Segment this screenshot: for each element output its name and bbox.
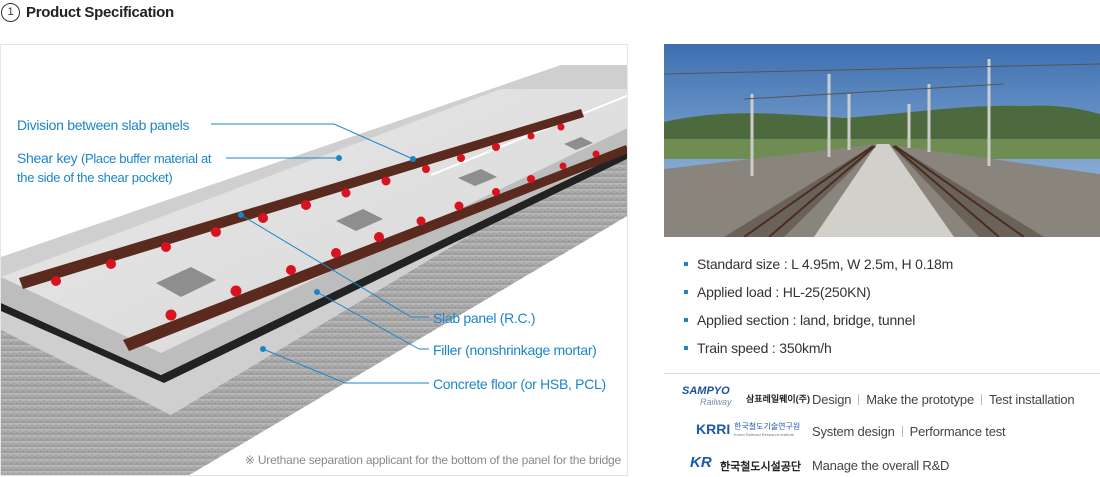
kr-logo: KR 한국철도시설공단 xyxy=(664,454,812,476)
label-filler: Filler (nonshrinkage mortar) xyxy=(433,342,597,358)
sampyo-logo: SAMPYO Railway 삼표레일웨이(주) xyxy=(664,385,812,410)
shear-pocket xyxy=(564,137,593,150)
label-shear-detail-2: the side of the shear pocket) xyxy=(17,170,173,185)
kr-roles: Manage the overall R&D xyxy=(812,458,949,473)
role-test-install: Test installation xyxy=(988,391,1075,407)
rail-right xyxy=(123,145,627,351)
bridge-note: ※ Urethane separation applicant for the … xyxy=(244,453,621,467)
partner-sampyo: SAMPYO Railway 삼표레일웨이(주) Design Make the… xyxy=(664,385,1075,410)
label-shear-detail: (Place buffer material at xyxy=(80,151,212,166)
slab-top xyxy=(1,89,627,353)
spec-applied-load: Applied load : HL-25(250KN) xyxy=(684,281,953,309)
spec-applied-section: Applied section : land, bridge, tunnel xyxy=(684,309,953,337)
spec-standard-size: Standard size : L 4.95m, W 2.5m, H 0.18m xyxy=(684,253,953,281)
kr-logo-kr: 한국철도시설공단 xyxy=(720,461,801,473)
partner-krri: KRRI 한국철도기술연구원 Korea Railroad Research I… xyxy=(664,420,1006,442)
rail-fasteners xyxy=(51,123,600,321)
role-design: Design xyxy=(812,391,852,407)
label-slab-panel: Slab panel (R.C.) xyxy=(433,310,536,326)
section-title: Product Specification xyxy=(26,3,174,21)
sampyo-logo-kr: 삼표레일웨이(주) xyxy=(746,394,810,404)
section-header: 1 Product Specification xyxy=(0,0,174,24)
spec-train-speed: Train speed : 350km/h xyxy=(684,337,953,365)
shear-pocket xyxy=(458,169,497,186)
krri-logo-en: Korea Railroad Research Institute xyxy=(734,432,795,437)
slab-track-diagram: Division between slab panels Shear key (… xyxy=(0,44,628,476)
krri-logo-kr: 한국철도기술연구원 xyxy=(734,422,801,431)
railway-photo xyxy=(664,44,1100,237)
role-performance-test: Performance test xyxy=(909,423,1006,439)
section-number: 1 xyxy=(1,2,20,22)
label-division: Division between slab panels xyxy=(17,117,190,133)
krri-roles: System design Performance test xyxy=(812,423,1006,439)
shear-pocket xyxy=(336,209,383,231)
kr-logo-main: KR xyxy=(690,454,712,471)
railway-photo-illustration xyxy=(664,44,1100,237)
partner-list: SAMPYO Railway 삼표레일웨이(주) Design Make the… xyxy=(664,373,1100,473)
rail-left xyxy=(19,109,584,289)
role-prototype: Make the prototype xyxy=(866,391,974,407)
label-shear-key: Shear key (Place buffer material at the … xyxy=(17,149,212,187)
sampyo-roles: Design Make the prototype Test installat… xyxy=(812,391,1075,407)
divider xyxy=(858,393,860,405)
label-concrete-floor: Concrete floor (or HSB, PCL) xyxy=(433,376,606,392)
krri-logo-main: KRRI xyxy=(696,421,731,437)
role-system-design: System design xyxy=(812,423,895,439)
krri-logo: KRRI 한국철도기술연구원 Korea Railroad Research I… xyxy=(664,420,812,442)
role-manage-rd: Manage the overall R&D xyxy=(812,457,950,473)
partner-kr: KR 한국철도시설공단 Manage the overall R&D xyxy=(664,454,949,476)
sampyo-logo-main: SAMPYO xyxy=(682,385,730,397)
leader-lines xyxy=(211,123,429,384)
sampyo-logo-sub: Railway xyxy=(700,397,732,407)
label-shear-main: Shear key xyxy=(17,150,78,166)
slab-track-illustration xyxy=(1,65,627,475)
concrete-floor-side xyxy=(1,141,627,475)
spec-list: Standard size : L 4.95m, W 2.5m, H 0.18m… xyxy=(684,253,953,365)
divider xyxy=(980,393,982,405)
shear-pocket xyxy=(156,267,216,297)
divider xyxy=(901,425,903,437)
